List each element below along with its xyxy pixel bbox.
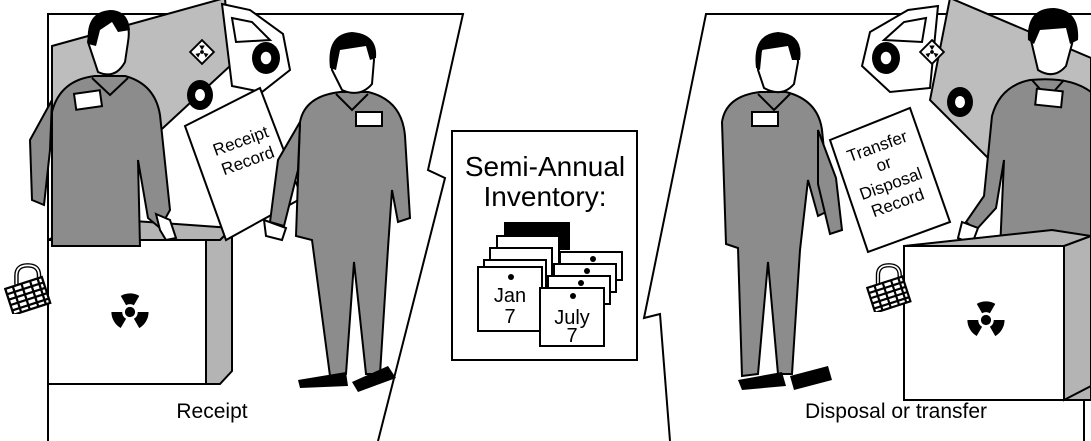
calendar-july-month: July [554, 307, 590, 329]
calendar-jan-day: 7 [504, 306, 515, 328]
receipt-radioactive-box [47, 216, 235, 385]
calendar-july-day: 7 [566, 325, 577, 347]
inventory-title-line1: Semi-Annual [465, 151, 625, 182]
disposal-record-line2: or [873, 153, 894, 176]
receipt-panel: Receipt Record Receipt [5, 0, 465, 441]
inventory-title-line2: Inventory: [484, 181, 607, 212]
disposal-panel-frame [642, 13, 1091, 441]
receipt-worker-left [28, 10, 178, 247]
disposal-document-icon [828, 106, 952, 254]
receipt-caption: Receipt [176, 400, 247, 423]
disposal-radioactive-box [903, 228, 1091, 402]
disposal-panel: Transfer or Disposal Record Disposal or … [642, 0, 1091, 441]
receipt-worker-right [262, 32, 412, 392]
calendar-jan-month: Jan [494, 285, 526, 307]
inventory-panel: Semi-Annual Inventory: Jan 7 July 7 [451, 130, 638, 361]
disposal-worker-left [720, 32, 844, 390]
receipt-panel-frame [47, 13, 465, 441]
padlock-icon [5, 265, 50, 314]
calendar-icon [477, 222, 623, 347]
disposal-caption: Disposal or transfer [805, 400, 987, 423]
